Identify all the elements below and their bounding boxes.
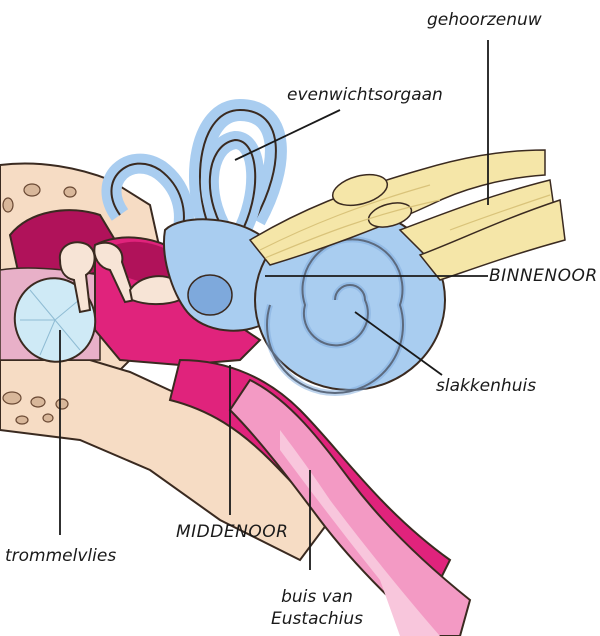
label-trommelvlies: trommelvlies bbox=[5, 546, 117, 566]
label-binnenoor: BINNENOOR bbox=[489, 266, 598, 286]
label-eustachius: Eustachius bbox=[271, 609, 363, 629]
leader-evenwichtsorgaan bbox=[234, 109, 341, 161]
bone-spots bbox=[2, 183, 77, 425]
label-middenoor: MIDDENOOR bbox=[176, 522, 289, 542]
leader-lines bbox=[59, 40, 489, 570]
label-evenwichtsorgaan: evenwichtsorgaan bbox=[287, 85, 443, 105]
leader-slakkenhuis bbox=[354, 311, 443, 376]
incus bbox=[93, 241, 137, 304]
oval-window bbox=[187, 274, 233, 316]
malleus bbox=[58, 241, 96, 314]
ossicles bbox=[58, 241, 182, 314]
semicircular-canals bbox=[101, 98, 287, 246]
nerve-strands bbox=[259, 184, 551, 259]
label-buis-van: buis van bbox=[281, 587, 353, 607]
label-slakkenhuis: slakkenhuis bbox=[436, 376, 537, 396]
label-gehoorzenuw: gehoorzenuw bbox=[427, 10, 542, 30]
